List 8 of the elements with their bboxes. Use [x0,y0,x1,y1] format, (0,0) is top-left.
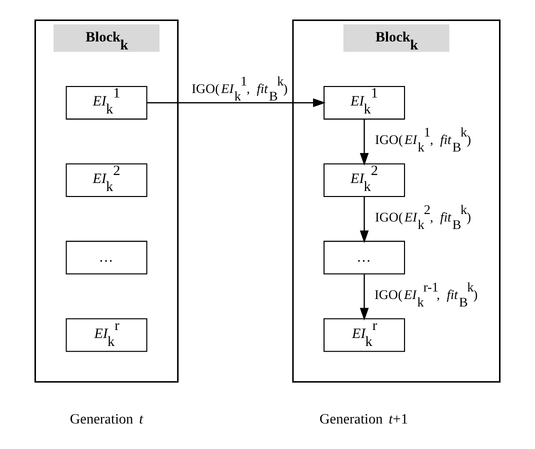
arrow [360,274,369,321]
arrow [360,119,369,166]
node-box: … [66,240,148,274]
arrow [146,98,326,108]
arrow [360,196,369,244]
label: Generation t+1 [319,411,408,428]
node-box: … [324,240,406,274]
label: Generation t [70,411,144,428]
